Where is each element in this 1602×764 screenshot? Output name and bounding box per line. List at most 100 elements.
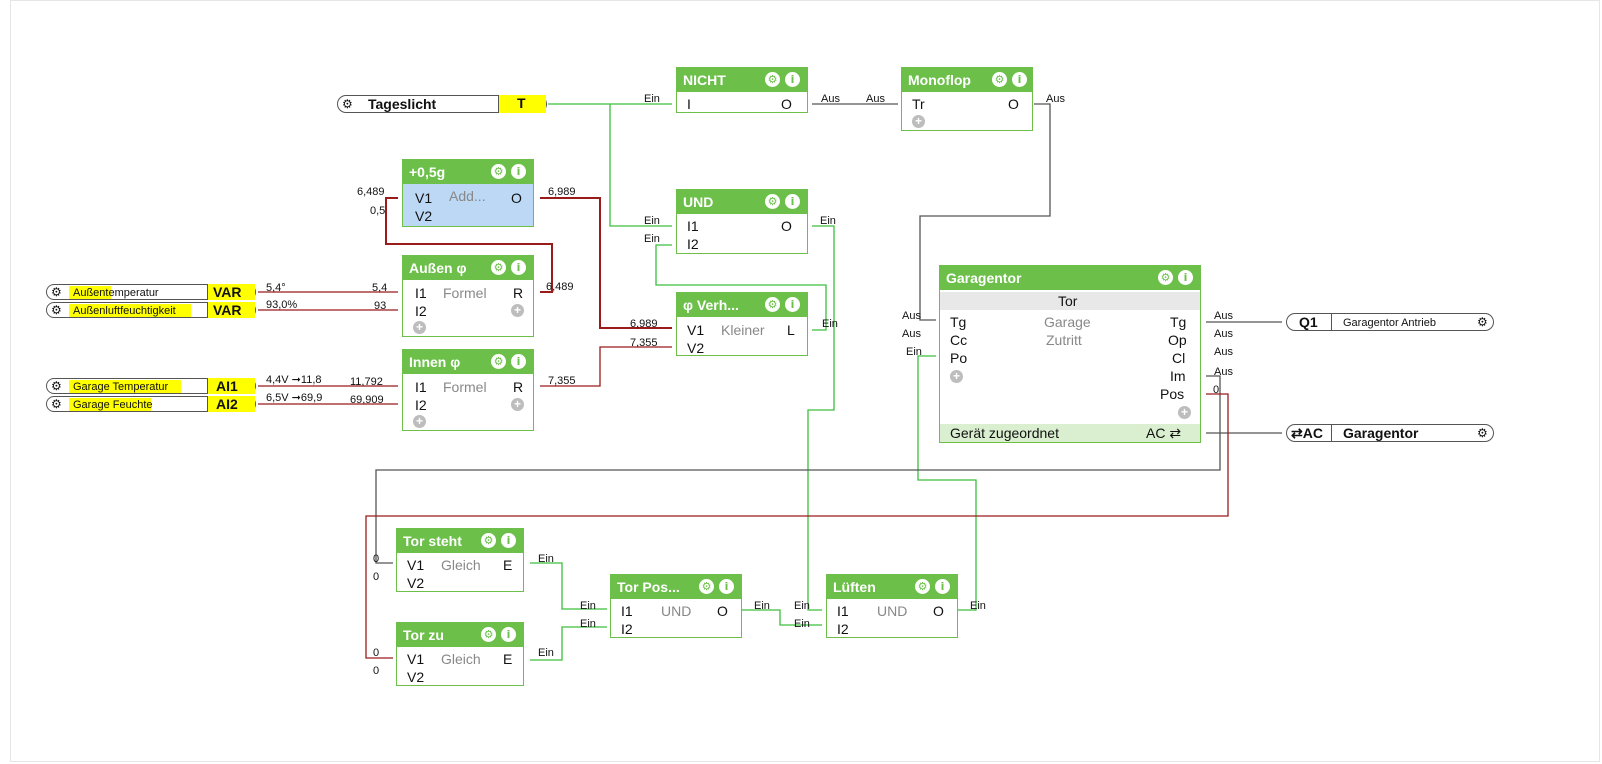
input-tag-text: VAR: [213, 284, 242, 300]
wire-torzu-out: [530, 626, 607, 661]
wire-label: Aus: [902, 328, 921, 340]
info-icon[interactable]: i: [719, 579, 734, 594]
wire-label: Ein: [538, 647, 554, 659]
block-header[interactable]: φ Verh... ⚙i: [677, 293, 807, 317]
info-icon[interactable]: i: [785, 72, 800, 87]
block-innen-phi[interactable]: Innen φ ⚙i I1 Formel R I2 + +: [402, 349, 534, 431]
gear-icon[interactable]: ⚙: [51, 303, 62, 317]
block-header[interactable]: Tor Pos... ⚙ i: [611, 575, 741, 599]
gear-icon[interactable]: ⚙: [491, 164, 506, 179]
block-tor-pos[interactable]: Tor Pos... ⚙i I1 UND O I2: [610, 574, 742, 638]
info-icon[interactable]: i: [785, 194, 800, 209]
info-icon[interactable]: i: [1178, 270, 1193, 285]
add-input-icon[interactable]: +: [413, 321, 426, 334]
input-garage-feuchte[interactable]: ⚙ Garage Feuchte AI2: [46, 396, 256, 412]
block-header[interactable]: Innen φ ⚙i: [403, 350, 533, 374]
block-und[interactable]: UND ⚙i I1 O I2: [676, 189, 808, 254]
block-tor-zu[interactable]: Tor zu ⚙i V1 Gleich E V2: [396, 622, 524, 686]
info-icon[interactable]: i: [511, 260, 526, 275]
block-monoflop[interactable]: Monoflop ⚙i Tr O +: [901, 67, 1033, 131]
gear-icon[interactable]: ⚙: [992, 72, 1007, 87]
gear-icon[interactable]: ⚙: [765, 297, 780, 312]
add-output-icon[interactable]: +: [511, 304, 524, 317]
port-label: I1: [621, 603, 633, 619]
add-input-icon[interactable]: +: [413, 415, 426, 428]
block-nicht[interactable]: NICHT ⚙i I O: [676, 67, 808, 113]
input-aussentemperatur[interactable]: ⚙ Außentemperatur VAR: [46, 284, 256, 300]
gear-icon[interactable]: ⚙: [481, 627, 496, 642]
gear-icon[interactable]: ⚙: [491, 260, 506, 275]
info-icon[interactable]: i: [1012, 72, 1027, 87]
label-highlight: [69, 380, 181, 393]
input-aussenluftfeuchtigkeit[interactable]: ⚙ Außenluftfeuchtigkeit VAR: [46, 302, 256, 318]
gear-icon[interactable]: ⚙: [491, 354, 506, 369]
info-icon[interactable]: i: [785, 297, 800, 312]
output-q1[interactable]: Q1 Garagentor Antrieb ⚙: [1286, 313, 1494, 331]
info-icon[interactable]: i: [935, 579, 950, 594]
info-icon[interactable]: i: [501, 627, 516, 642]
output-ac-garagentor[interactable]: ⇄AC Garagentor ⚙: [1286, 424, 1494, 442]
port-label: Tg: [950, 314, 967, 330]
input-tageslicht[interactable]: ⚙ Tageslicht T: [337, 95, 547, 113]
block-tor-steht[interactable]: Tor steht ⚙i V1 Gleich E V2: [396, 528, 524, 592]
gear-icon[interactable]: ⚙: [51, 397, 62, 411]
input-tag-text: AI1: [216, 378, 238, 394]
block-header[interactable]: Tor steht ⚙i: [397, 529, 523, 553]
gear-icon[interactable]: ⚙: [699, 579, 714, 594]
gear-icon[interactable]: ⚙: [1477, 426, 1488, 440]
gear-icon[interactable]: ⚙: [1477, 315, 1488, 329]
block-header[interactable]: +0,5g ⚙i: [403, 160, 533, 184]
block-phi-verhaeltnis[interactable]: φ Verh... ⚙i V1 Kleiner L V2: [676, 292, 808, 356]
wire-label: 7,355: [548, 375, 576, 387]
input-tag: VAR: [207, 302, 255, 318]
wire-label: 6,489: [357, 186, 385, 198]
block-title: Tor Pos...: [617, 579, 680, 595]
block-garagentor[interactable]: Garagentor ⚙i Tor Tg Garage Tg Cc Zutrit…: [939, 265, 1201, 443]
gear-icon[interactable]: ⚙: [51, 379, 62, 393]
wire-label: 11,792: [350, 376, 383, 388]
selection-highlight: [403, 184, 533, 226]
block-header[interactable]: Monoflop ⚙i: [902, 68, 1032, 92]
wire-label: 0: [373, 553, 380, 565]
input-garage-temperatur[interactable]: ⚙ Garage Temperatur AI1: [46, 378, 256, 394]
block-header[interactable]: NICHT ⚙i: [677, 68, 807, 92]
info-icon[interactable]: i: [511, 354, 526, 369]
gear-icon[interactable]: ⚙: [1158, 270, 1173, 285]
input-label: Garage Temperatur: [73, 381, 169, 393]
add-output-icon[interactable]: +: [1178, 406, 1191, 419]
gear-icon[interactable]: ⚙: [481, 533, 496, 548]
block-type: Formel: [443, 285, 487, 301]
gear-icon[interactable]: ⚙: [765, 194, 780, 209]
wire-label: Ein: [970, 600, 986, 612]
port-label: I1: [415, 285, 427, 301]
port-label: E: [503, 651, 513, 667]
wire-label: Ein: [794, 618, 810, 630]
block-header[interactable]: Tor zu ⚙i: [397, 623, 523, 647]
wire-label: Ein: [754, 600, 770, 612]
info-icon[interactable]: i: [501, 533, 516, 548]
wire-label: 0: [373, 647, 380, 659]
block-header[interactable]: UND ⚙i: [677, 190, 807, 214]
block-add[interactable]: +0,5g ⚙i V1 Add... O V2: [402, 159, 534, 227]
block-header[interactable]: Außen φ ⚙i: [403, 256, 533, 280]
wire-label: 7,355: [630, 337, 658, 349]
block-type: Kleiner: [721, 322, 765, 338]
block-header[interactable]: Lüften ⚙ i: [827, 575, 957, 599]
port-label: E: [503, 557, 513, 573]
add-input-icon[interactable]: +: [950, 370, 963, 383]
block-aussen-phi[interactable]: Außen φ ⚙i I1 Formel R I2 + +: [402, 255, 534, 337]
block-lueften[interactable]: Lüften ⚙i I1 UND O I2: [826, 574, 958, 638]
add-input-icon[interactable]: +: [912, 115, 925, 128]
block-title: Lüften: [833, 579, 876, 595]
gear-icon[interactable]: ⚙: [915, 579, 930, 594]
wire-pos-feedback: [375, 375, 1221, 564]
gear-icon[interactable]: ⚙: [342, 97, 353, 111]
info-icon[interactable]: i: [511, 164, 526, 179]
add-output-icon[interactable]: +: [511, 398, 524, 411]
gear-icon[interactable]: ⚙: [765, 72, 780, 87]
wire-label: Aus: [866, 93, 885, 105]
block-header[interactable]: Garagentor ⚙i: [940, 266, 1200, 290]
gear-icon[interactable]: ⚙: [51, 285, 62, 299]
wire-label: 6,989: [630, 318, 658, 330]
